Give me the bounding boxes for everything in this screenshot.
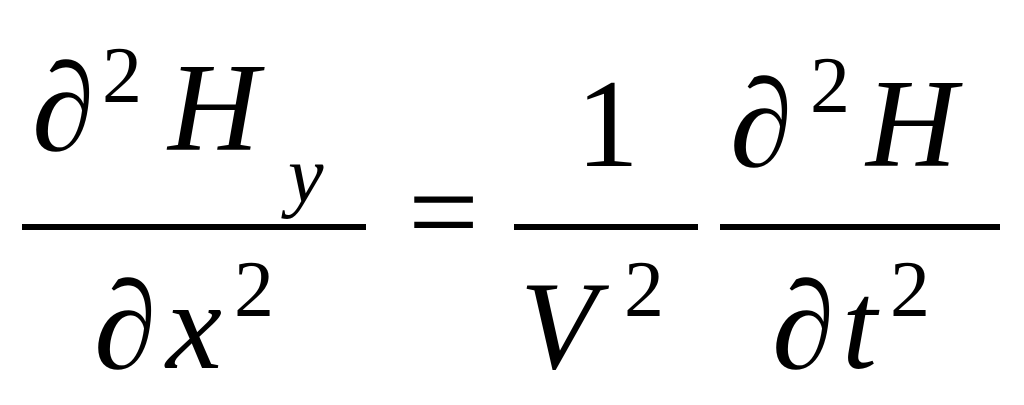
equals-sign: = bbox=[408, 143, 480, 282]
rhs-denominator-variable: t bbox=[842, 257, 878, 396]
lhs-denominator-power: 2 bbox=[234, 246, 274, 334]
rhs-numerator-variable: H bbox=[866, 55, 957, 194]
lhs-fraction-bar bbox=[22, 224, 366, 230]
lhs-numerator-subscript: y bbox=[288, 132, 324, 220]
lhs-numerator-power: 2 bbox=[102, 32, 142, 120]
coefficient-denominator-power: 2 bbox=[624, 246, 664, 334]
rhs-denominator-partial-symbol: ∂ bbox=[772, 257, 835, 396]
rhs-numerator-partial-symbol: ∂ bbox=[730, 55, 793, 194]
coefficient-denominator-variable: V bbox=[520, 257, 597, 396]
rhs-fraction-bar bbox=[720, 224, 1000, 230]
lhs-denominator-variable: x bbox=[166, 257, 222, 396]
lhs-denominator-partial-symbol: ∂ bbox=[94, 257, 157, 396]
rhs-numerator-power: 2 bbox=[810, 42, 850, 130]
coefficient-fraction-bar bbox=[514, 224, 698, 230]
coefficient-numerator: 1 bbox=[576, 55, 639, 194]
lhs-numerator-variable: H bbox=[168, 39, 259, 178]
rhs-denominator-power: 2 bbox=[890, 246, 930, 334]
lhs-numerator-partial-symbol: ∂ bbox=[32, 39, 95, 178]
